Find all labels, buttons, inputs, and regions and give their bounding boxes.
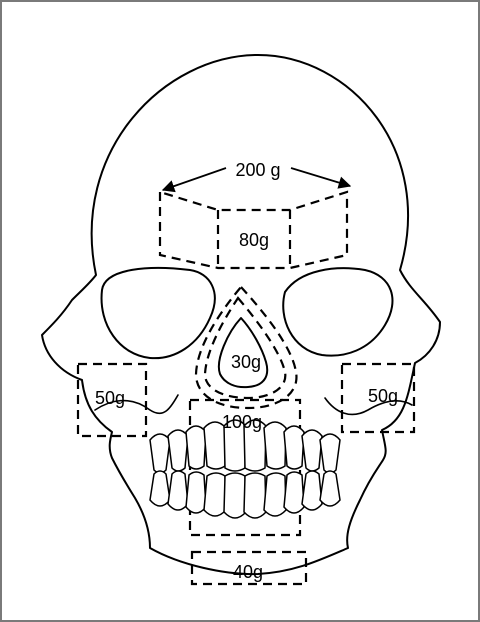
lower-teeth <box>150 471 340 518</box>
left-eye-socket <box>102 268 215 358</box>
forehead-total-label: 200 g <box>235 160 280 180</box>
chin-label: 40g <box>233 562 263 582</box>
left-cheek-label: 50g <box>95 388 125 408</box>
nose-label: 30g <box>231 352 261 372</box>
forehead-arrow-left <box>163 168 226 190</box>
right-eye-socket <box>283 268 392 355</box>
nasal-load-zone-outer <box>196 287 296 408</box>
forehead-center-label: 80g <box>239 230 269 250</box>
nasal-load-zone-inner <box>205 298 285 398</box>
right-cheek-label: 50g <box>368 386 398 406</box>
maxilla-label: 100g <box>222 412 262 432</box>
forehead-arrow-right <box>291 168 350 186</box>
